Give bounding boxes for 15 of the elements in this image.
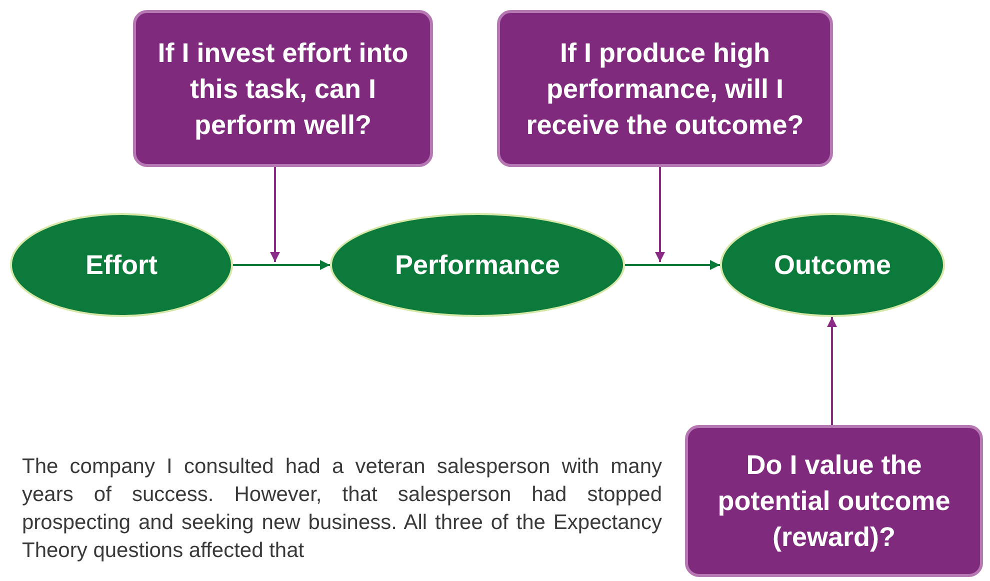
question-text: If I invest effort into this task, can I perform well? [156, 36, 410, 142]
body-paragraph: The company I consulted had a veteran salesperson with many years of success. However, that salesperson had stopped prospecting and seeking new business. All three of the Expectancy Theory questions affected that [22, 454, 662, 564]
question-text: Do I value the potential outcome (reward)? [716, 449, 952, 554]
arrow [655, 167, 665, 262]
question-text: If I produce high performance, will I receive the outcome? [525, 36, 805, 142]
arrow [827, 317, 837, 425]
question-box [497, 10, 833, 167]
stage-label: Outcome [774, 249, 892, 282]
arrow [625, 260, 720, 270]
arrow [233, 260, 330, 270]
question-box [133, 10, 433, 167]
stage-label: Effort [86, 249, 158, 282]
arrow [270, 167, 280, 262]
question-box [685, 425, 983, 577]
stage-label: Performance [394, 249, 560, 282]
